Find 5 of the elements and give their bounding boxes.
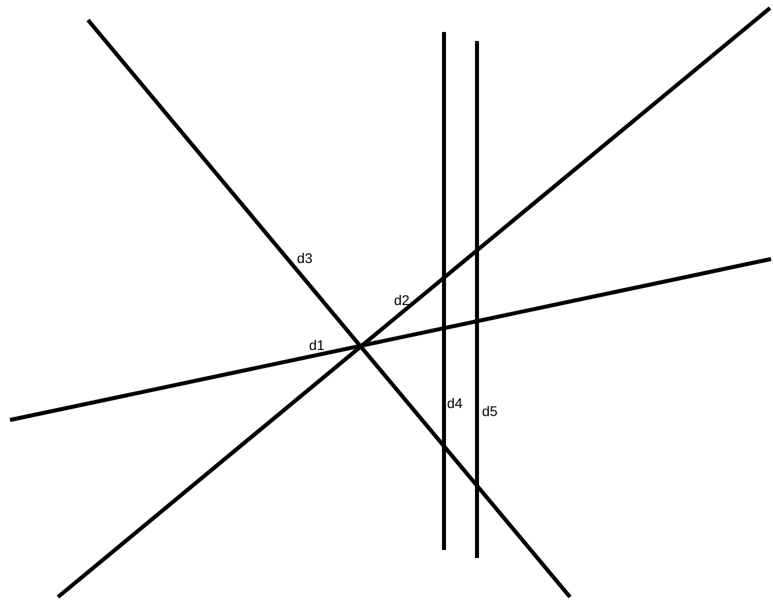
line-label: d2	[394, 293, 410, 307]
line-label: d1	[309, 338, 325, 352]
line-label: d3	[297, 251, 313, 265]
line-label: d4	[447, 396, 463, 410]
line-label: d5	[482, 404, 498, 418]
